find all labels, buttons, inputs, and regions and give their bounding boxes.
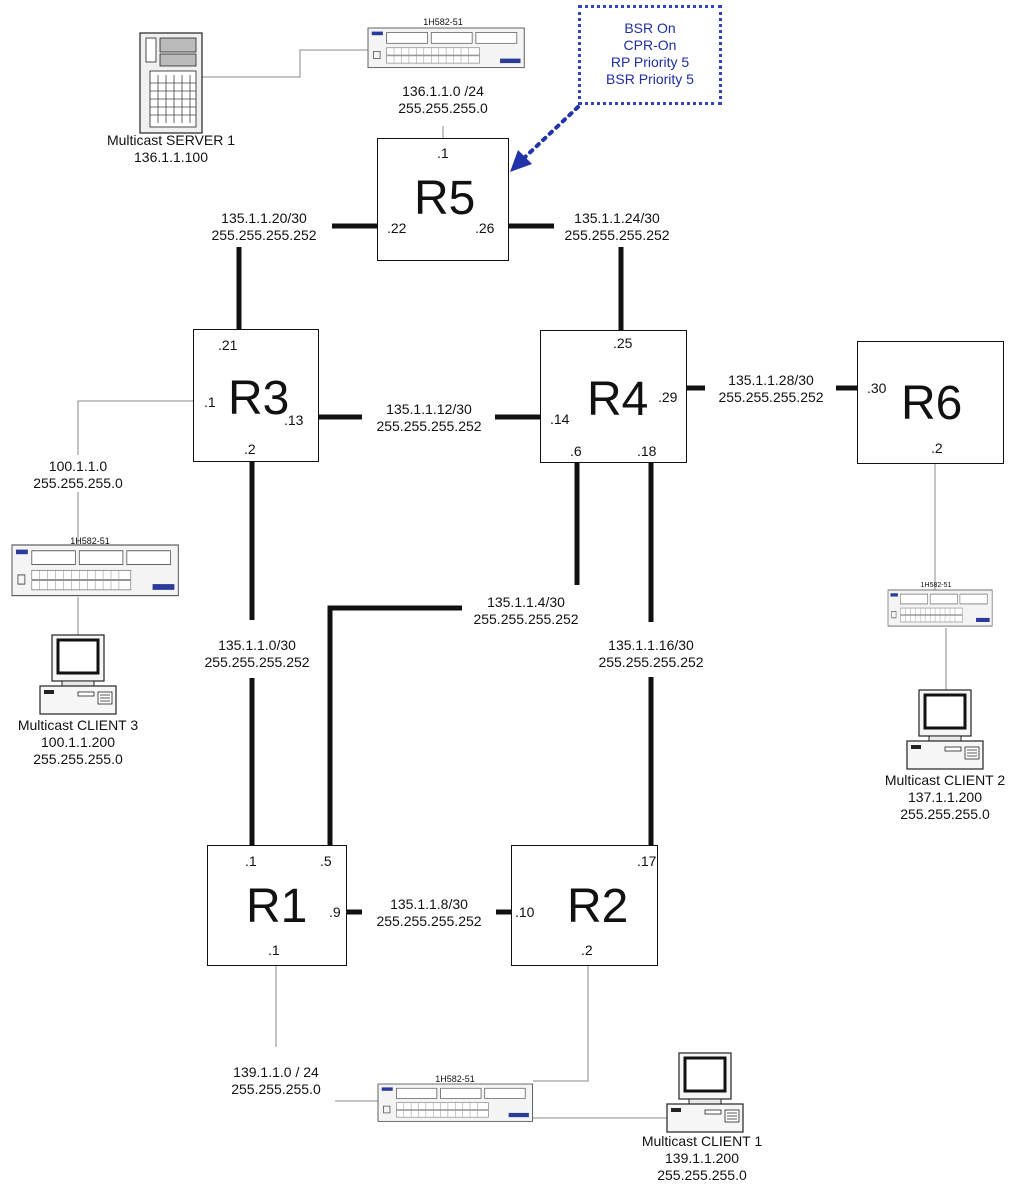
router-r3[interactable]: .21 .1 R3 .13 .2 bbox=[193, 329, 319, 462]
r4-if-top: .25 bbox=[613, 335, 633, 351]
link-r3-lan bbox=[77, 400, 193, 455]
r6-if-left: .30 bbox=[867, 380, 887, 396]
switch-r5-model-label: 1H582-51 bbox=[423, 17, 463, 27]
server1-tower bbox=[139, 32, 203, 134]
r3-name: R3 bbox=[228, 372, 290, 425]
r6-if-bottom: .2 bbox=[931, 440, 943, 456]
r1-name: R1 bbox=[246, 880, 308, 933]
switch-r3-lan bbox=[11, 544, 179, 597]
r1-if-top-right: .5 bbox=[320, 853, 332, 869]
switch-r1-model-label: 1H582-51 bbox=[435, 1074, 475, 1084]
r3-if-top: .21 bbox=[218, 337, 238, 353]
client3-computer bbox=[38, 633, 118, 716]
router-r4[interactable]: .25 R4 .29 .14 .6 .18 bbox=[540, 330, 687, 463]
note-pointer-arrow bbox=[520, 105, 580, 162]
link-r2-switch1 bbox=[533, 965, 589, 1082]
r5-if-left: .22 bbox=[387, 220, 407, 236]
note-line-cpr-on: CPR-On bbox=[623, 37, 677, 53]
switch-r1-lan bbox=[377, 1083, 534, 1122]
client2-computer bbox=[905, 688, 985, 771]
r2-if-bottom: .2 bbox=[581, 942, 593, 958]
bsr-rp-note: BSR On CPR-On RP Priority 5 BSR Priority… bbox=[578, 5, 722, 105]
note-line-bsr-priority: BSR Priority 5 bbox=[606, 71, 694, 87]
switch-r5-lan bbox=[367, 27, 525, 69]
r5-if-top: .1 bbox=[437, 145, 449, 161]
router-r6[interactable]: .30 R6 .2 bbox=[857, 341, 1004, 464]
note-pointer-arrowhead bbox=[510, 150, 532, 172]
r3-if-left: .1 bbox=[204, 394, 216, 410]
router-r1[interactable]: .1 .5 R1 .9 .1 bbox=[207, 845, 347, 966]
r2-if-top: .17 bbox=[637, 853, 657, 869]
router-r2[interactable]: .17 R2 .10 .2 bbox=[511, 845, 658, 966]
r5-name: R5 bbox=[414, 172, 476, 225]
switch-r6-model-label: 1H582-51 bbox=[920, 582, 952, 589]
router-r5[interactable]: .1 R5 .22 .26 bbox=[377, 138, 509, 261]
r6-name: R6 bbox=[901, 377, 963, 430]
r3-if-bottom: .2 bbox=[244, 441, 256, 457]
r3-if-right: .13 bbox=[284, 412, 304, 428]
link-server1-switch bbox=[200, 49, 368, 78]
r1-if-bottom: .1 bbox=[268, 942, 280, 958]
r2-if-left: .10 bbox=[515, 904, 535, 920]
serial-r4-r1-b bbox=[327, 605, 462, 845]
r1-if-top-left: .1 bbox=[245, 853, 257, 869]
r4-if-left: .14 bbox=[550, 411, 570, 427]
r1-if-right: .9 bbox=[329, 904, 341, 920]
r4-if-bottom-left: .6 bbox=[570, 443, 582, 459]
r5-if-right: .26 bbox=[475, 220, 495, 236]
r2-name: R2 bbox=[567, 880, 629, 933]
note-line-bsr-on: BSR On bbox=[624, 20, 676, 36]
r4-name: R4 bbox=[587, 373, 649, 426]
note-line-rp-priority: RP Priority 5 bbox=[610, 54, 690, 70]
r4-if-bottom-right: .18 bbox=[637, 443, 657, 459]
switch-r3-model-label: 1H582-51 bbox=[70, 536, 110, 546]
switch-r6-lan bbox=[887, 589, 993, 627]
client1-computer bbox=[665, 1051, 745, 1134]
r4-if-right: .29 bbox=[658, 389, 678, 405]
